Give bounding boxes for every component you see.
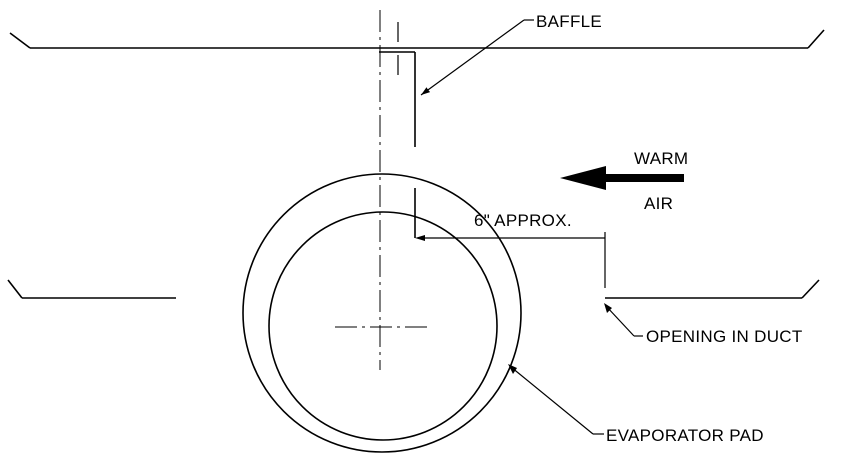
duct-bottom-wall-left: [7, 279, 176, 299]
dimension-line: [415, 232, 606, 288]
evaporator-pad-outer-circle: [242, 173, 522, 453]
duct-top-wall: [9, 29, 825, 49]
dimension-label: 6" APPROX.: [474, 211, 572, 230]
break-mark-top-right: [807, 29, 825, 49]
warm-label: WARM: [634, 149, 688, 168]
dimension-arrowhead: [415, 235, 425, 241]
opening-label: OPENING IN DUCT: [646, 327, 803, 346]
baffle-label: BAFFLE: [536, 12, 602, 31]
opening-leader: [604, 303, 643, 337]
warm-air-arrow: [560, 166, 684, 190]
break-mark-bottom-left: [7, 279, 23, 299]
evaporator-label: EVAPORATOR PAD: [606, 426, 764, 445]
duct-bottom-wall-right: [605, 279, 820, 299]
evaporator-pad-inner-circle: [268, 211, 498, 441]
baffle-leader: [420, 19, 534, 96]
baffle: [379, 22, 416, 238]
break-mark-bottom-right: [801, 279, 820, 299]
air-label: AIR: [644, 194, 673, 213]
evaporator-leader: [508, 364, 604, 435]
break-mark-top-left: [9, 32, 31, 49]
